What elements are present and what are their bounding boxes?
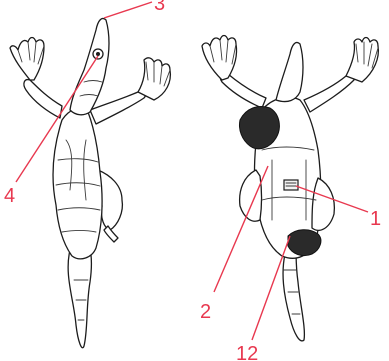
leader-3 (104, 2, 152, 18)
leader-2 (214, 166, 268, 292)
callout-3: 3 (154, 0, 165, 15)
callout-1: 1 (370, 208, 381, 230)
callout-12: 12 (236, 343, 258, 361)
right-specimen-illustration (202, 36, 378, 341)
callout-2: 2 (200, 301, 211, 323)
callout-4: 4 (4, 185, 15, 207)
